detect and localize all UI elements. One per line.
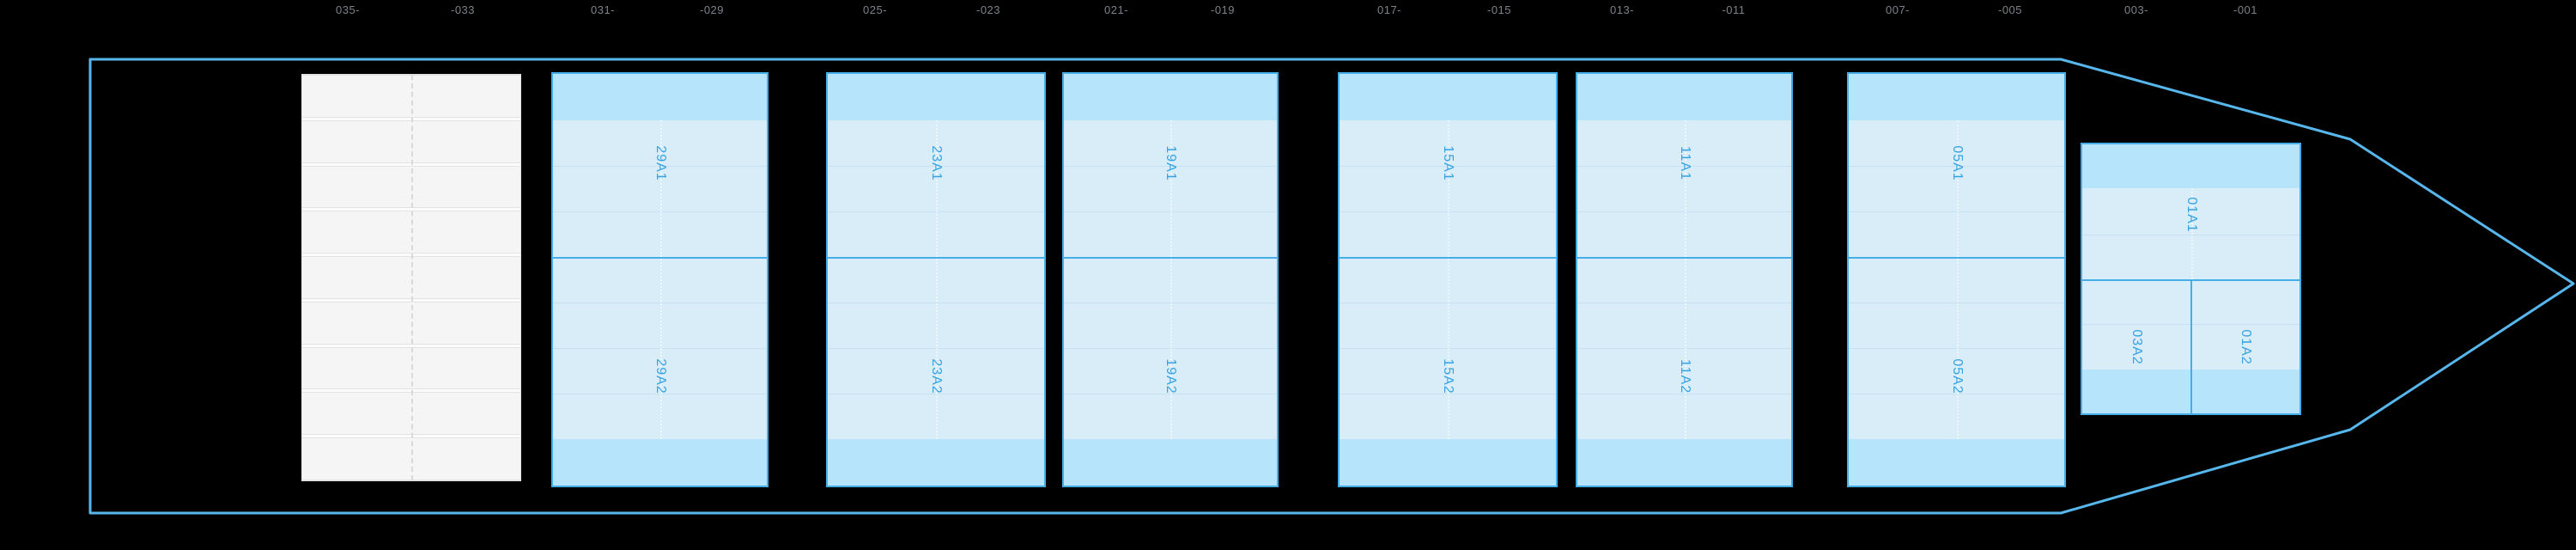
- bay-label-a2: 23A2: [929, 358, 944, 394]
- accommodation-block: [301, 74, 521, 481]
- hull-outline-path: [88, 58, 2575, 515]
- bay-label-a2: 19A2: [1163, 358, 1178, 394]
- ruler-label: 013-: [1609, 3, 1635, 16]
- bay-label-01a1: 01A1: [2184, 197, 2199, 233]
- bay-center-split: [2190, 279, 2192, 413]
- bay-top-cap: [1064, 74, 1277, 120]
- centerline-dotted-icon: [659, 120, 662, 439]
- bay-05: 05A1 05A2: [1847, 72, 2066, 487]
- ruler-label: -023: [975, 3, 1001, 16]
- bay-01-bow: 01A1 03A2 01A2: [2081, 143, 2301, 415]
- ruler-label: -011: [1722, 3, 1746, 16]
- bay-bottom-cap: [828, 439, 1044, 486]
- ruler-label: 035-: [335, 3, 361, 16]
- bay-19: 19A1 19A2: [1062, 72, 1279, 487]
- bay-29: 29A1 29A2: [551, 72, 769, 487]
- bay-11: 11A1 11A2: [1576, 72, 1793, 487]
- ruler-label: -015: [1486, 3, 1512, 16]
- bay-top-cap: [1849, 74, 2064, 120]
- bay-top-cap: [1577, 74, 1791, 120]
- centerline-dotted-icon: [1684, 120, 1686, 439]
- bay-label-03a2: 03A2: [2129, 329, 2145, 365]
- bay-bottom-cap: [553, 439, 767, 486]
- bay-label-a1: 15A1: [1441, 145, 1455, 181]
- ruler-label: -029: [699, 3, 725, 16]
- ruler-label: -005: [1997, 3, 2023, 16]
- bay-label-a1: 23A1: [929, 145, 944, 181]
- bay-label-a1: 29A1: [653, 145, 668, 181]
- bay-label-a1: 19A1: [1163, 145, 1178, 181]
- bay-top-cap: [828, 74, 1044, 120]
- ruler-label: -001: [2233, 3, 2258, 16]
- ruler-label: 017-: [1376, 3, 1402, 16]
- bay-top-cap: [1340, 74, 1556, 120]
- centerline-dotted-icon: [936, 120, 938, 439]
- bay-bottom-cap: [1577, 439, 1791, 486]
- bay-15: 15A1 15A2: [1338, 72, 1558, 487]
- bay-label-a2: 05A2: [1949, 358, 1965, 394]
- ruler-label: 021-: [1103, 3, 1129, 16]
- bay-23: 23A1 23A2: [826, 72, 1046, 487]
- bay-bottom-cap: [1340, 439, 1556, 486]
- centerline-dotted-icon: [2190, 188, 2193, 279]
- bay-label-a1: 11A1: [1677, 145, 1692, 181]
- bay-top-cap: [553, 74, 767, 120]
- centerline-dashed-icon: [411, 75, 413, 480]
- ruler-label: 031-: [590, 3, 616, 16]
- bay-top-cap: [2082, 144, 2300, 188]
- ruler-label: -019: [1210, 3, 1236, 16]
- bay-bottom-cap: [1064, 439, 1277, 486]
- bay-label-a1: 05A1: [1949, 145, 1965, 181]
- ruler-label: -033: [450, 3, 476, 16]
- bay-label-01a2: 01A2: [2238, 329, 2253, 365]
- ruler-label: 007-: [1885, 3, 1911, 16]
- bay-label-a2: 11A2: [1677, 358, 1692, 394]
- centerline-dotted-icon: [1170, 120, 1172, 439]
- ruler-label: 025-: [862, 3, 888, 16]
- centerline-dotted-icon: [1956, 120, 1959, 439]
- bay-label-a2: 15A2: [1441, 358, 1455, 394]
- bay-label-a2: 29A2: [653, 358, 668, 394]
- ruler-label: 003-: [2123, 3, 2149, 16]
- centerline-dotted-icon: [1448, 120, 1449, 439]
- bay-bottom-cap: [1849, 439, 2064, 486]
- bay-ruler: 035- -033 031- -029 025- -023 021- -019 017- -015…: [0, 0, 2576, 22]
